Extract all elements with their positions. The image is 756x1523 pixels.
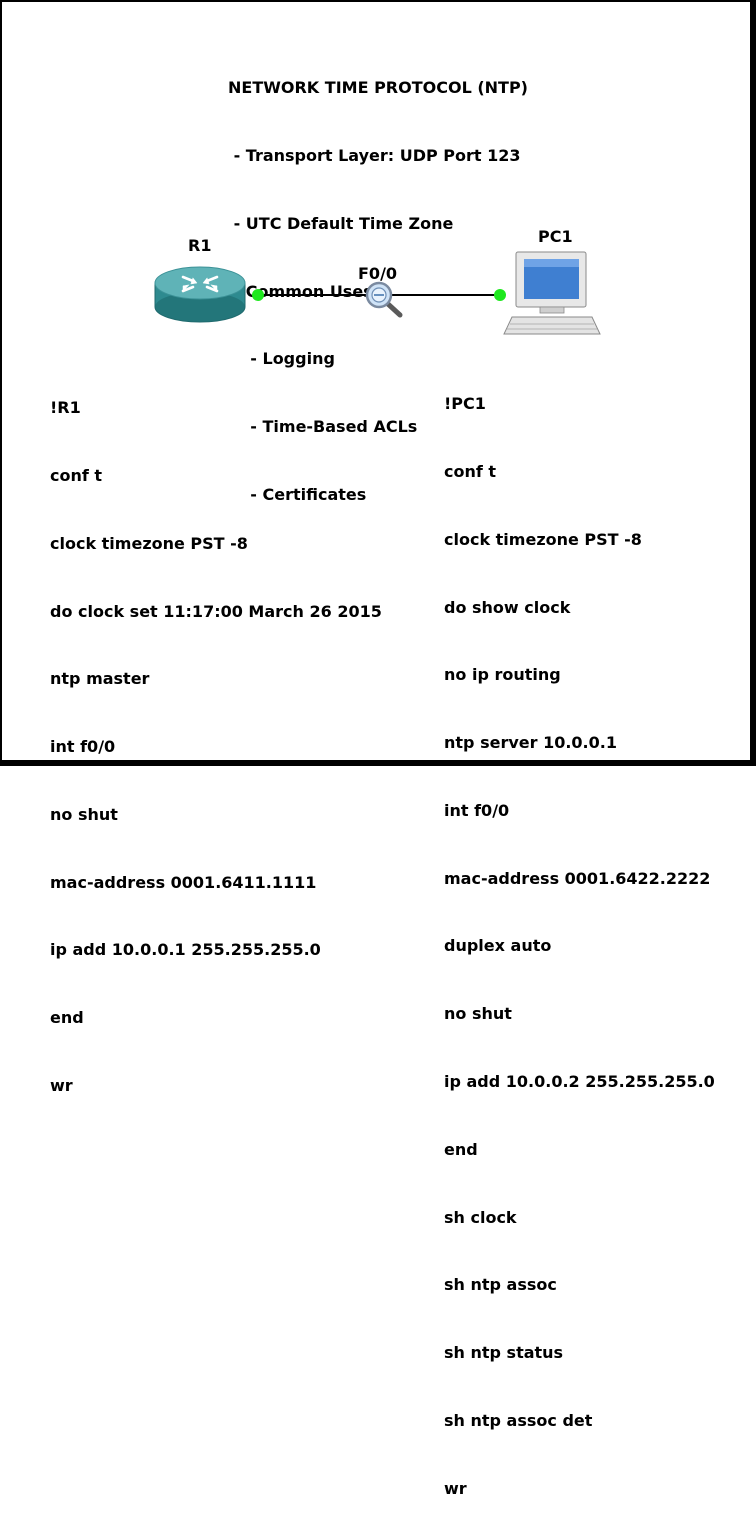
config-line: int f0/0 [50,737,116,757]
pc-port-status-dot [494,289,506,301]
capture-magnifier-icon[interactable] [365,281,403,318]
config-line: no shut [50,804,118,824]
config-line: do clock set 11:17:00 March 26 2015 [50,601,382,621]
title-bullet: - UTC Default Time Zone [228,213,454,233]
config-line: wr [444,1478,467,1498]
config-line: mac-address 0001.6411.1111 [50,872,317,892]
config-line: int f0/0 [444,800,510,820]
title-heading: NETWORK TIME PROTOCOL (NTP) [228,78,528,98]
config-line: duplex auto [444,936,552,956]
config-line: ip add 10.0.0.1 255.255.255.0 [50,940,321,960]
config-line: end [444,1139,478,1159]
config-line: sh ntp assoc det [444,1410,593,1430]
pc-label: PC1 [538,227,573,246]
title-block: NETWORK TIME PROTOCOL (NTP) - Transport … [228,32,528,529]
config-line: !PC1 [444,394,486,414]
config-line: ntp master [50,669,150,689]
router-icon[interactable] [154,266,246,323]
config-line: wr [50,1076,73,1095]
config-line: conf t [50,465,103,485]
config-line: conf t [444,461,497,481]
r1-config-block: !R1 conf t clock timezone PST -8 do cloc… [50,352,382,1120]
pc1-config-block: !PC1 conf t clock timezone PST -8 do sho… [444,348,715,1523]
network-topology [154,251,601,335]
title-subbullet: - Time-Based ACLs [228,417,418,437]
config-line: no shut [444,1004,512,1024]
config-line: !R1 [50,398,81,418]
config-line: ntp server 10.0.0.1 [444,733,617,753]
config-line: mac-address 0001.6422.2222 [444,868,711,888]
config-line: do show clock [444,597,571,617]
config-line: end [50,1008,84,1028]
config-line: clock timezone PST -8 [444,529,642,549]
config-line: no ip routing [444,665,561,685]
title-subbullet: - Logging [228,349,335,369]
router-port-status-dot [252,289,264,301]
title-bullet: - Transport Layer: UDP Port 123 [228,145,521,165]
config-line: sh ntp assoc [444,1275,557,1295]
pc-icon[interactable] [503,251,601,335]
config-line: sh clock [444,1207,517,1227]
title-subbullet: - Certificates [228,484,367,504]
config-line: clock timezone PST -8 [50,533,248,553]
config-line: ip add 10.0.0.2 255.255.255.0 [444,1072,715,1091]
diagram-frame [0,0,756,766]
router-label: R1 [188,236,212,255]
config-line: sh ntp status [444,1343,564,1363]
link-interface-label: F0/0 [358,264,398,283]
